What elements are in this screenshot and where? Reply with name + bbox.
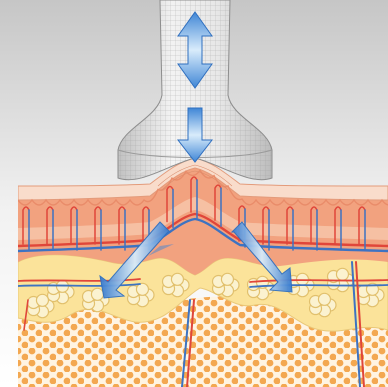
fat-cell bbox=[336, 268, 348, 280]
fat-cell bbox=[171, 273, 183, 285]
fat-cell bbox=[296, 273, 308, 285]
fat-cell bbox=[36, 294, 48, 306]
fat-cell bbox=[221, 273, 233, 285]
fat-cell bbox=[136, 283, 148, 295]
fat-cell bbox=[318, 293, 330, 305]
fat-cell bbox=[91, 288, 103, 300]
